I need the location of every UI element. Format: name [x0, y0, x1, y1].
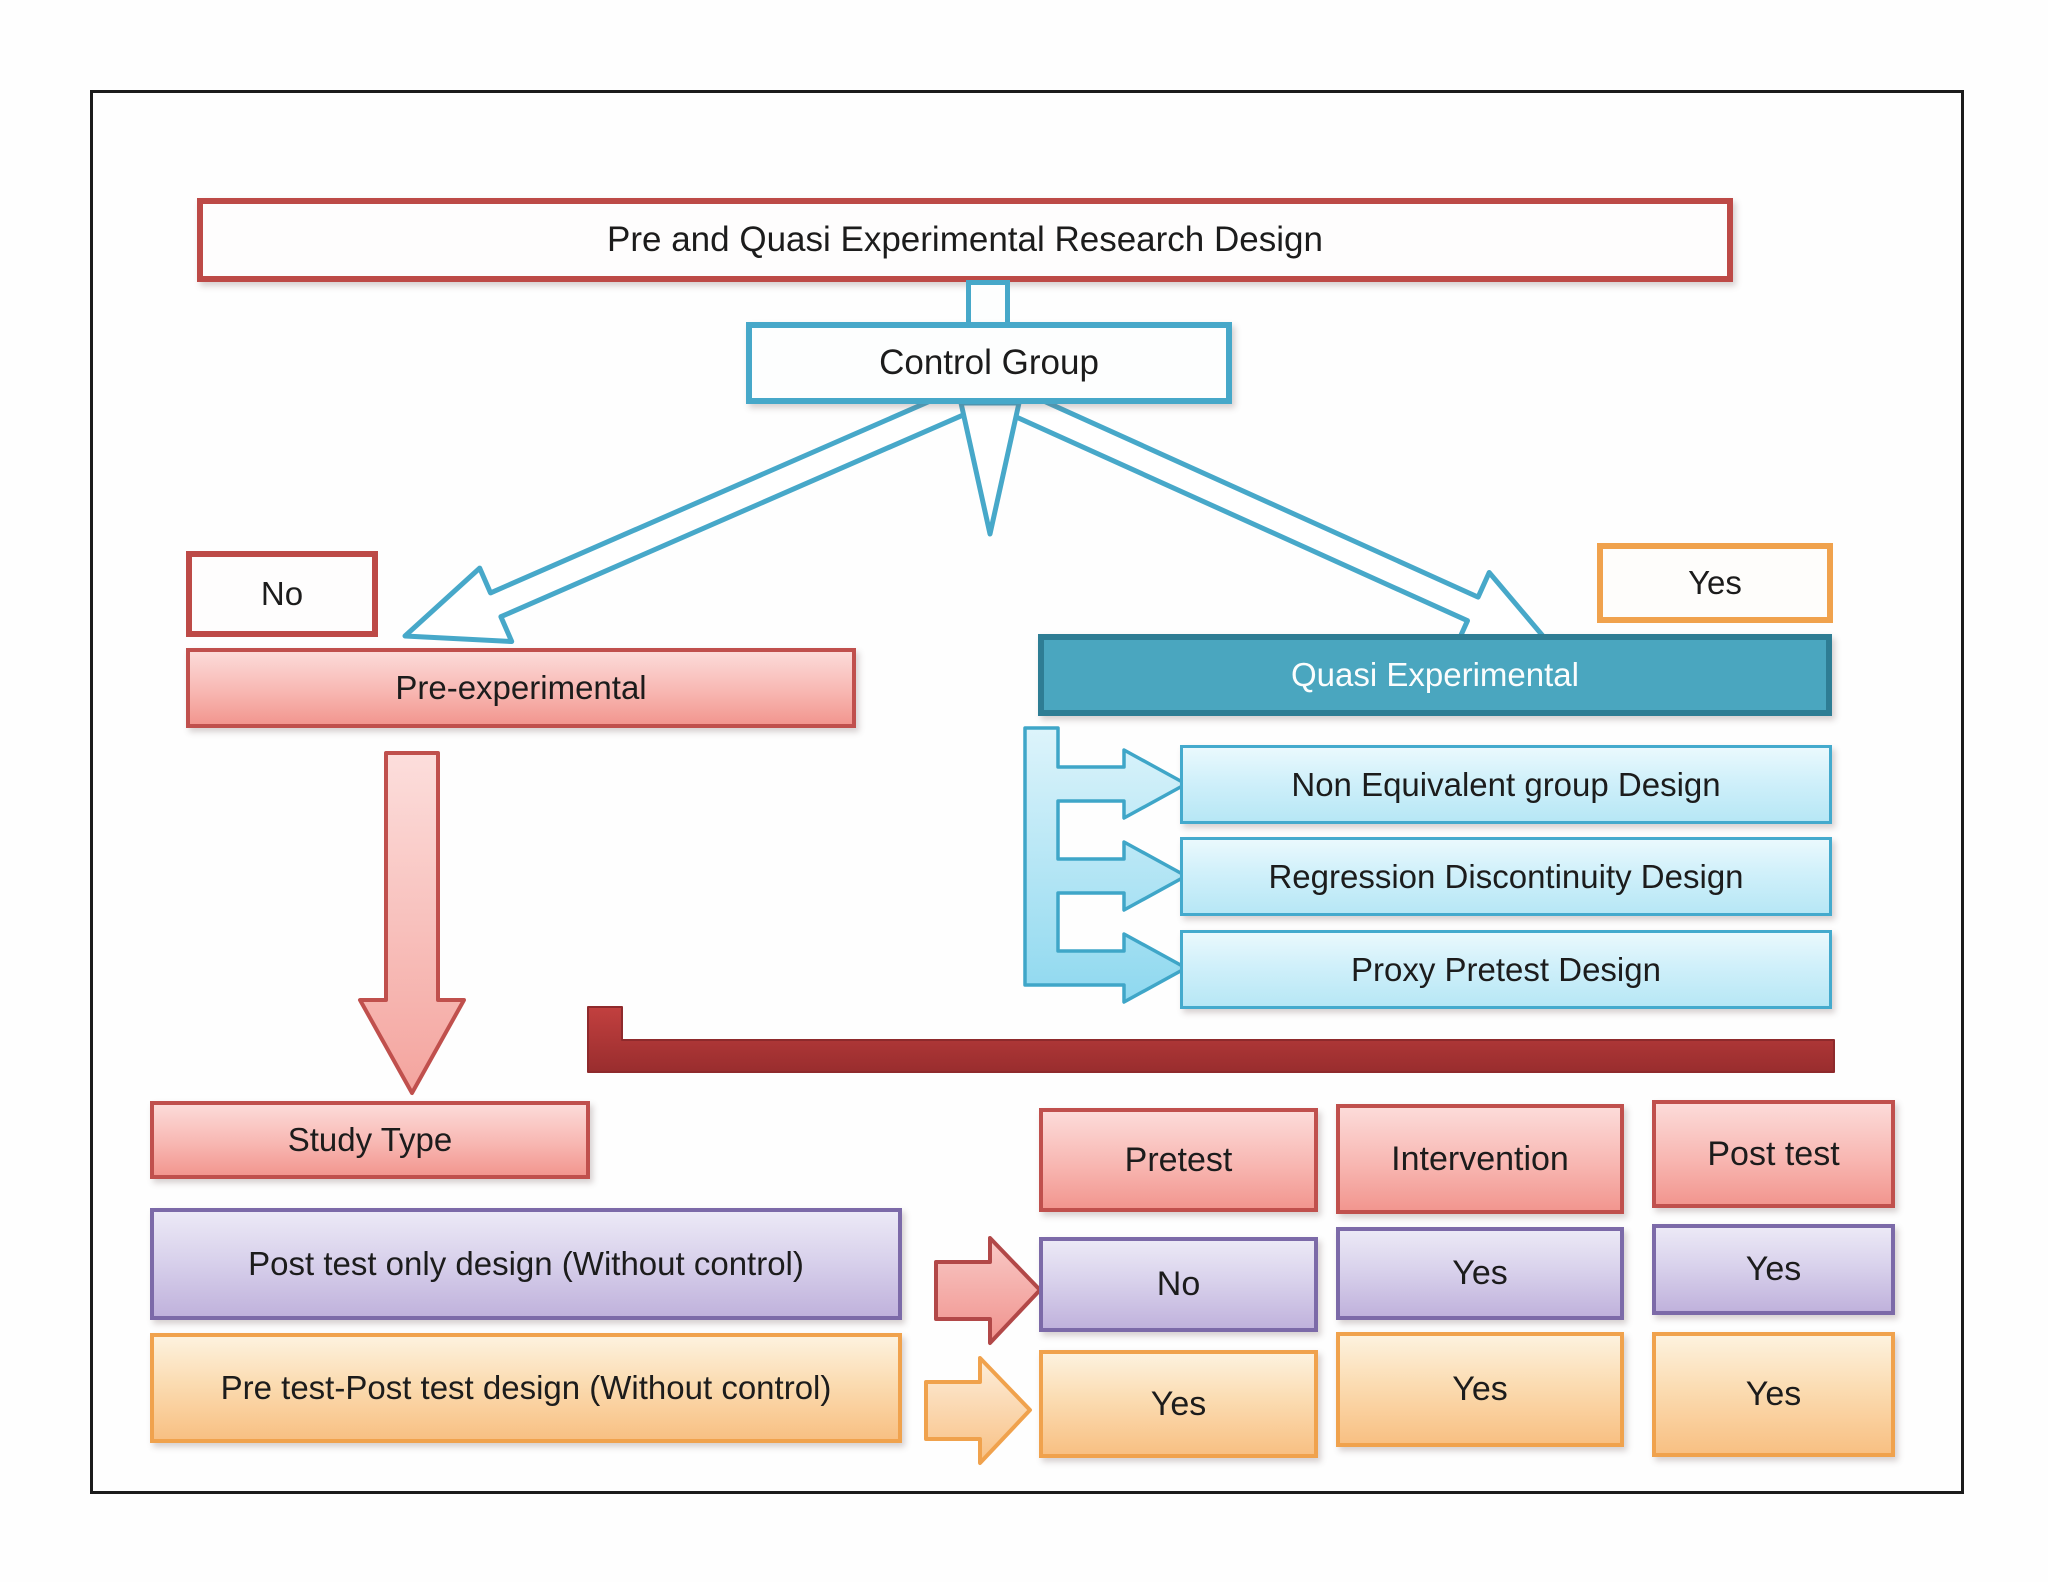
- pre-experimental-box: Pre-experimental: [186, 648, 856, 728]
- study-row-label: Post test only design (Without control): [248, 1245, 804, 1283]
- table-cell-posttestonly-pretest: No: [1039, 1237, 1318, 1332]
- table-cell-value: Yes: [1745, 1250, 1802, 1289]
- branch-yes-label: Yes: [1688, 564, 1742, 602]
- control-group-box: Control Group: [746, 322, 1232, 404]
- quasi-design-label: Regression Discontinuity Design: [1268, 857, 1744, 895]
- study-row-pretest-posttest-box: Pre test-Post test design (Without contr…: [150, 1333, 902, 1443]
- table-header-label: Intervention: [1391, 1139, 1569, 1178]
- study-row-posttest-only-box: Post test only design (Without control): [150, 1208, 902, 1320]
- table-header-pretest: Pretest: [1039, 1108, 1318, 1212]
- quasi-design-label: Proxy Pretest Design: [1351, 950, 1661, 988]
- branch-no-box: No: [186, 551, 378, 637]
- table-header-posttest: Post test: [1652, 1100, 1895, 1208]
- quasi-design-box-proxy: Proxy Pretest Design: [1180, 930, 1832, 1009]
- table-cell-value: Yes: [1150, 1384, 1207, 1423]
- branch-no-label: No: [260, 575, 304, 613]
- table-header-label: Post test: [1707, 1134, 1840, 1173]
- table-cell-value: No: [1156, 1265, 1201, 1304]
- quasi-design-box-regression: Regression Discontinuity Design: [1180, 837, 1832, 916]
- branch-yes-box: Yes: [1597, 543, 1833, 623]
- table-cell-prepost-pretest: Yes: [1039, 1350, 1318, 1458]
- quasi-experimental-box: Quasi Experimental: [1038, 634, 1832, 716]
- study-row-label: Pre test-Post test design (Without contr…: [220, 1369, 832, 1407]
- control-group-label: Control Group: [879, 343, 1099, 383]
- study-type-box: Study Type: [150, 1101, 590, 1179]
- table-cell-value: Yes: [1745, 1375, 1802, 1414]
- table-cell-value: Yes: [1452, 1370, 1508, 1409]
- diagram-border: [90, 90, 1964, 1494]
- table-cell-prepost-intervention: Yes: [1336, 1332, 1624, 1447]
- table-cell-posttestonly-intervention: Yes: [1336, 1227, 1624, 1320]
- table-cell-value: Yes: [1452, 1254, 1508, 1293]
- study-type-label: Study Type: [287, 1121, 453, 1159]
- quasi-design-box-nonequivalent: Non Equivalent group Design: [1180, 745, 1832, 824]
- page-title: Pre and Quasi Experimental Research Desi…: [607, 220, 1323, 260]
- table-header-intervention: Intervention: [1336, 1104, 1624, 1214]
- table-cell-posttestonly-posttest: Yes: [1652, 1224, 1895, 1315]
- quasi-design-label: Non Equivalent group Design: [1291, 765, 1721, 803]
- table-cell-prepost-posttest: Yes: [1652, 1332, 1895, 1457]
- title-box: Pre and Quasi Experimental Research Desi…: [197, 198, 1733, 282]
- table-header-label: Pretest: [1124, 1140, 1233, 1179]
- quasi-experimental-label: Quasi Experimental: [1291, 656, 1579, 694]
- pre-experimental-label: Pre-experimental: [395, 669, 647, 707]
